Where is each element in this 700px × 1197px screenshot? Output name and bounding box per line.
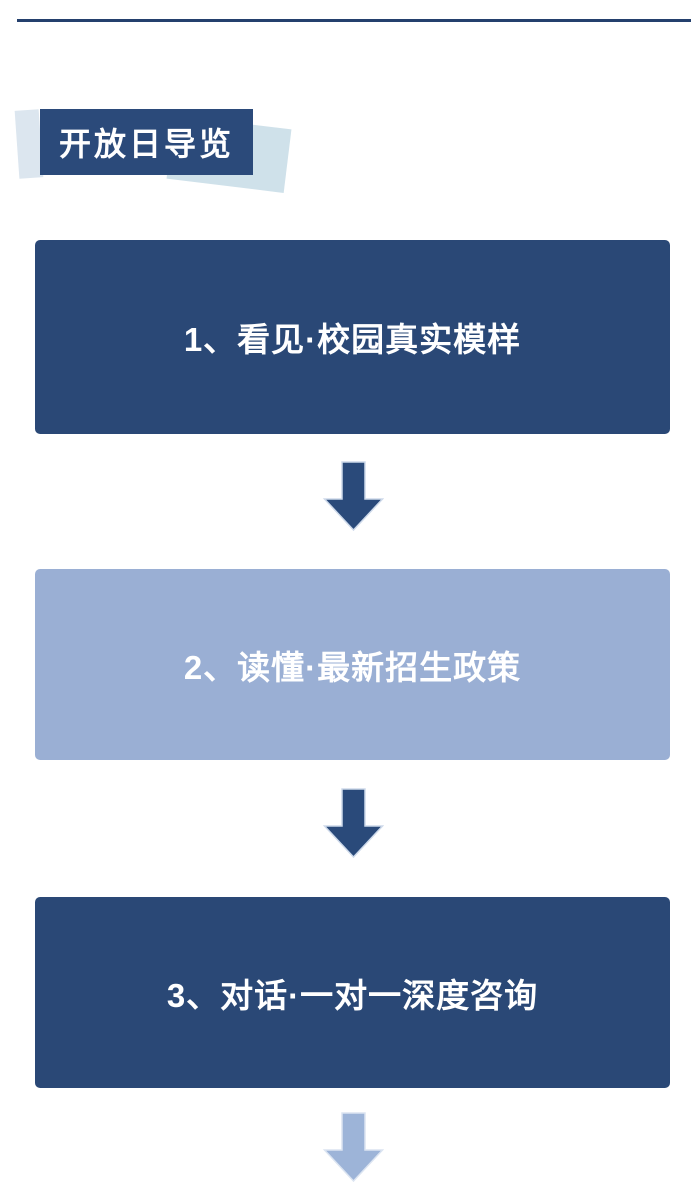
flow-step-2: 2、读懂·最新招生政策 <box>35 569 670 760</box>
flow-step-3-label: 3、对话·一对一深度咨询 <box>166 976 539 1014</box>
down-arrow-icon-light <box>322 1112 384 1182</box>
flow-step-1: 1、看见·校园真实模样 <box>35 240 670 434</box>
down-arrow-shape <box>322 788 384 858</box>
down-arrow-shape <box>322 461 384 531</box>
section-title: 开放日导览 <box>58 126 234 162</box>
flow-step-2-label: 2、读懂·最新招生政策 <box>183 648 522 686</box>
down-arrow-shape <box>322 1112 384 1182</box>
section-title-badge: 开放日导览 <box>40 109 253 175</box>
down-arrow-icon <box>322 461 384 531</box>
top-divider-line <box>17 19 691 22</box>
flow-step-3: 3、对话·一对一深度咨询 <box>35 897 670 1088</box>
down-arrow-icon <box>322 788 384 858</box>
flow-step-1-label: 1、看见·校园真实模样 <box>183 321 522 358</box>
